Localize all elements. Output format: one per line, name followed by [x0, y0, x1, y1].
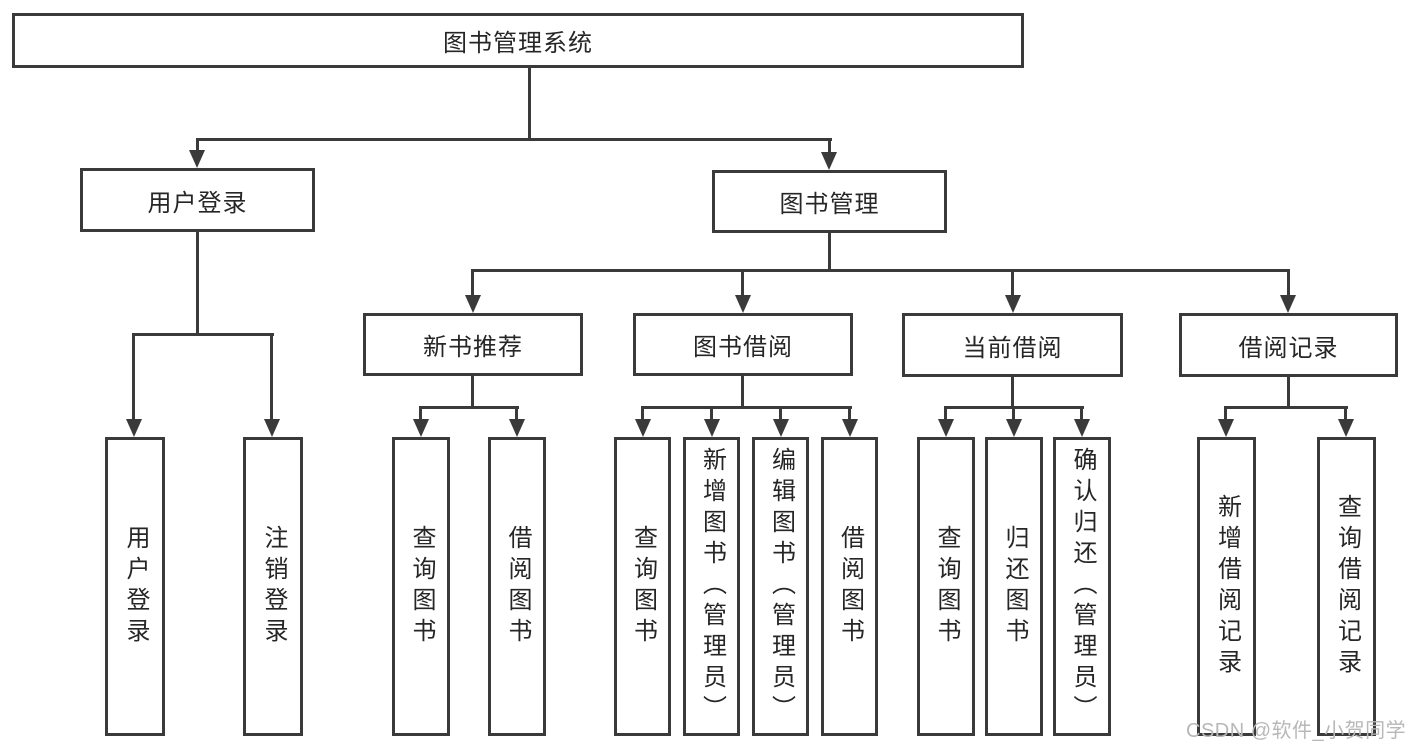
connector-book-borrow-stem [741, 376, 744, 409]
leaf-search-books: 查询图书 [917, 437, 975, 736]
connector-drop-user-login [196, 138, 199, 152]
leaf-label: 编辑图书（管理员） [767, 447, 795, 726]
connector-drop-leaf [1224, 406, 1227, 420]
connector-drop-level3 [1287, 269, 1290, 297]
leaf-add-books-admin: 新增图书（管理员） [683, 437, 740, 736]
arrow-down-icon [1006, 419, 1022, 437]
leaf-search-borrow-record: 查询借阅记录 [1317, 437, 1376, 736]
arrow-down-icon [1005, 295, 1021, 313]
connector-drop-leaf [132, 333, 135, 419]
arrow-down-icon [1074, 419, 1090, 437]
leaf-label: 借阅图书 [504, 524, 531, 649]
connector-drop-leaf [1080, 406, 1083, 420]
leaf-user-login: 用户登录 [105, 437, 165, 736]
leaf-label: 归还图书 [1001, 524, 1028, 649]
arrow-down-icon [773, 419, 789, 437]
arrow-down-icon [1218, 419, 1234, 437]
leaf-label: 新增借阅记录 [1213, 493, 1241, 680]
connector-drop-level3 [471, 269, 474, 297]
leaf-label: 借阅图书 [836, 524, 864, 649]
arrow-down-icon [704, 419, 720, 437]
arrow-down-icon [126, 419, 142, 437]
connector-drop-level3 [741, 269, 744, 297]
connector-current-borrow-stem [1011, 377, 1014, 409]
arrow-down-icon [938, 419, 954, 437]
connector-drop-leaf [848, 406, 851, 420]
arrow-down-icon [465, 295, 481, 313]
leaf-confirm-return-admin: 确认归还（管理员） [1053, 437, 1111, 736]
connector-root-stem [528, 68, 531, 140]
leaf-add-borrow-record: 新增借阅记录 [1197, 437, 1256, 736]
connector-drop-leaf [270, 333, 273, 419]
connector-drop-leaf [641, 406, 644, 420]
connector-drop-book-management [828, 138, 831, 154]
node-current-borrow: 当前借阅 [902, 313, 1123, 377]
csdn-watermark: CSDN @软件_小贺同学 [1186, 720, 1405, 742]
connector-drop-leaf [515, 406, 518, 420]
arrow-down-icon [1338, 419, 1354, 437]
connector-book-management-stem [828, 233, 831, 272]
leaf-logout: 注销登录 [243, 437, 303, 736]
leaf-label: 注销登录 [260, 524, 287, 649]
leaf-label: 用户登录 [122, 524, 149, 649]
arrow-down-icon [189, 150, 205, 168]
node-new-book-recommend: 新书推荐 [363, 313, 583, 376]
arrow-down-icon [1280, 295, 1296, 313]
leaf-search-books: 查询图书 [614, 437, 671, 736]
connector-drop-leaf [419, 406, 422, 420]
node-book-borrow: 图书借阅 [633, 313, 853, 376]
node-book-management: 图书管理 [712, 170, 947, 233]
connector-drop-leaf [710, 406, 713, 420]
arrow-down-icon [735, 295, 751, 313]
connector-drop-level3 [1011, 269, 1014, 297]
leaf-edit-books-admin: 编辑图书（管理员） [752, 437, 809, 736]
leaf-label: 查询借阅记录 [1333, 493, 1361, 680]
leaf-label: 查询图书 [408, 524, 435, 649]
leaf-label: 确认归还（管理员） [1069, 447, 1096, 726]
connector-drop-leaf [779, 406, 782, 420]
arrow-down-icon [635, 419, 651, 437]
connector-user-login-stem [196, 232, 199, 336]
leaf-borrow-books: 借阅图书 [821, 437, 878, 736]
arrow-down-icon [842, 419, 858, 437]
connector-root-rail [196, 138, 832, 141]
connector-borrow-records-stem [1287, 377, 1290, 409]
arrow-down-icon [509, 419, 525, 437]
arrow-down-icon [413, 419, 429, 437]
connector-drop-leaf [944, 406, 947, 420]
leaf-borrow-books: 借阅图书 [488, 437, 546, 736]
connector-book-borrow-rail [641, 406, 852, 409]
leaf-label: 新增图书（管理员） [698, 447, 726, 726]
connector-drop-leaf [1012, 406, 1015, 420]
node-user-login: 用户登录 [80, 168, 315, 232]
leaf-label: 查询图书 [629, 524, 657, 649]
node-library-management-system: 图书管理系统 [12, 13, 1024, 68]
connector-user-login-rail [132, 333, 274, 336]
arrow-down-icon [264, 419, 280, 437]
connector-book-management-rail [471, 269, 1289, 272]
leaf-label: 查询图书 [933, 524, 960, 649]
arrow-down-icon [821, 152, 837, 170]
connector-drop-leaf [1344, 406, 1347, 420]
connector-new-book-stem [471, 376, 474, 409]
leaf-return-books: 归还图书 [985, 437, 1043, 736]
connector-new-book-rail [419, 406, 519, 409]
leaf-search-books: 查询图书 [392, 437, 450, 736]
connector-borrow-records-rail [1224, 406, 1348, 409]
node-borrow-records: 借阅记录 [1179, 313, 1398, 377]
